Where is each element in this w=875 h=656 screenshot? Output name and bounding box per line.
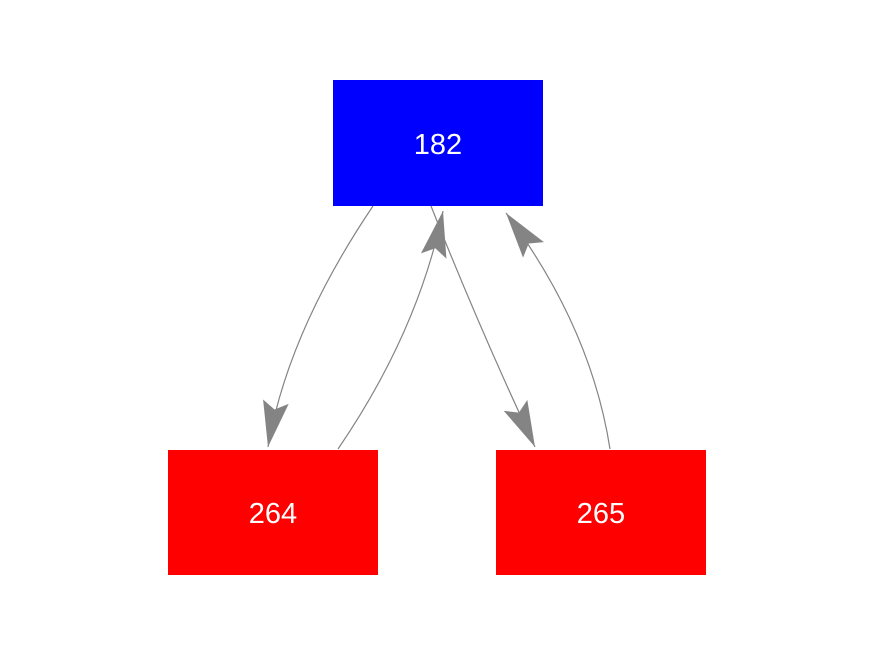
node-264[interactable]: 264 <box>168 450 378 575</box>
node-265-label: 265 <box>576 498 626 530</box>
node-264-label: 264 <box>248 498 298 530</box>
edge-182-to-265 <box>430 205 536 448</box>
edge-182-to-264 <box>263 205 374 448</box>
node-265[interactable]: 265 <box>496 450 706 575</box>
node-182[interactable]: 182 <box>333 80 543 206</box>
edge-264-to-182 <box>337 210 447 450</box>
edge-265-to-182 <box>505 212 611 450</box>
node-182-label: 182 <box>413 128 463 161</box>
